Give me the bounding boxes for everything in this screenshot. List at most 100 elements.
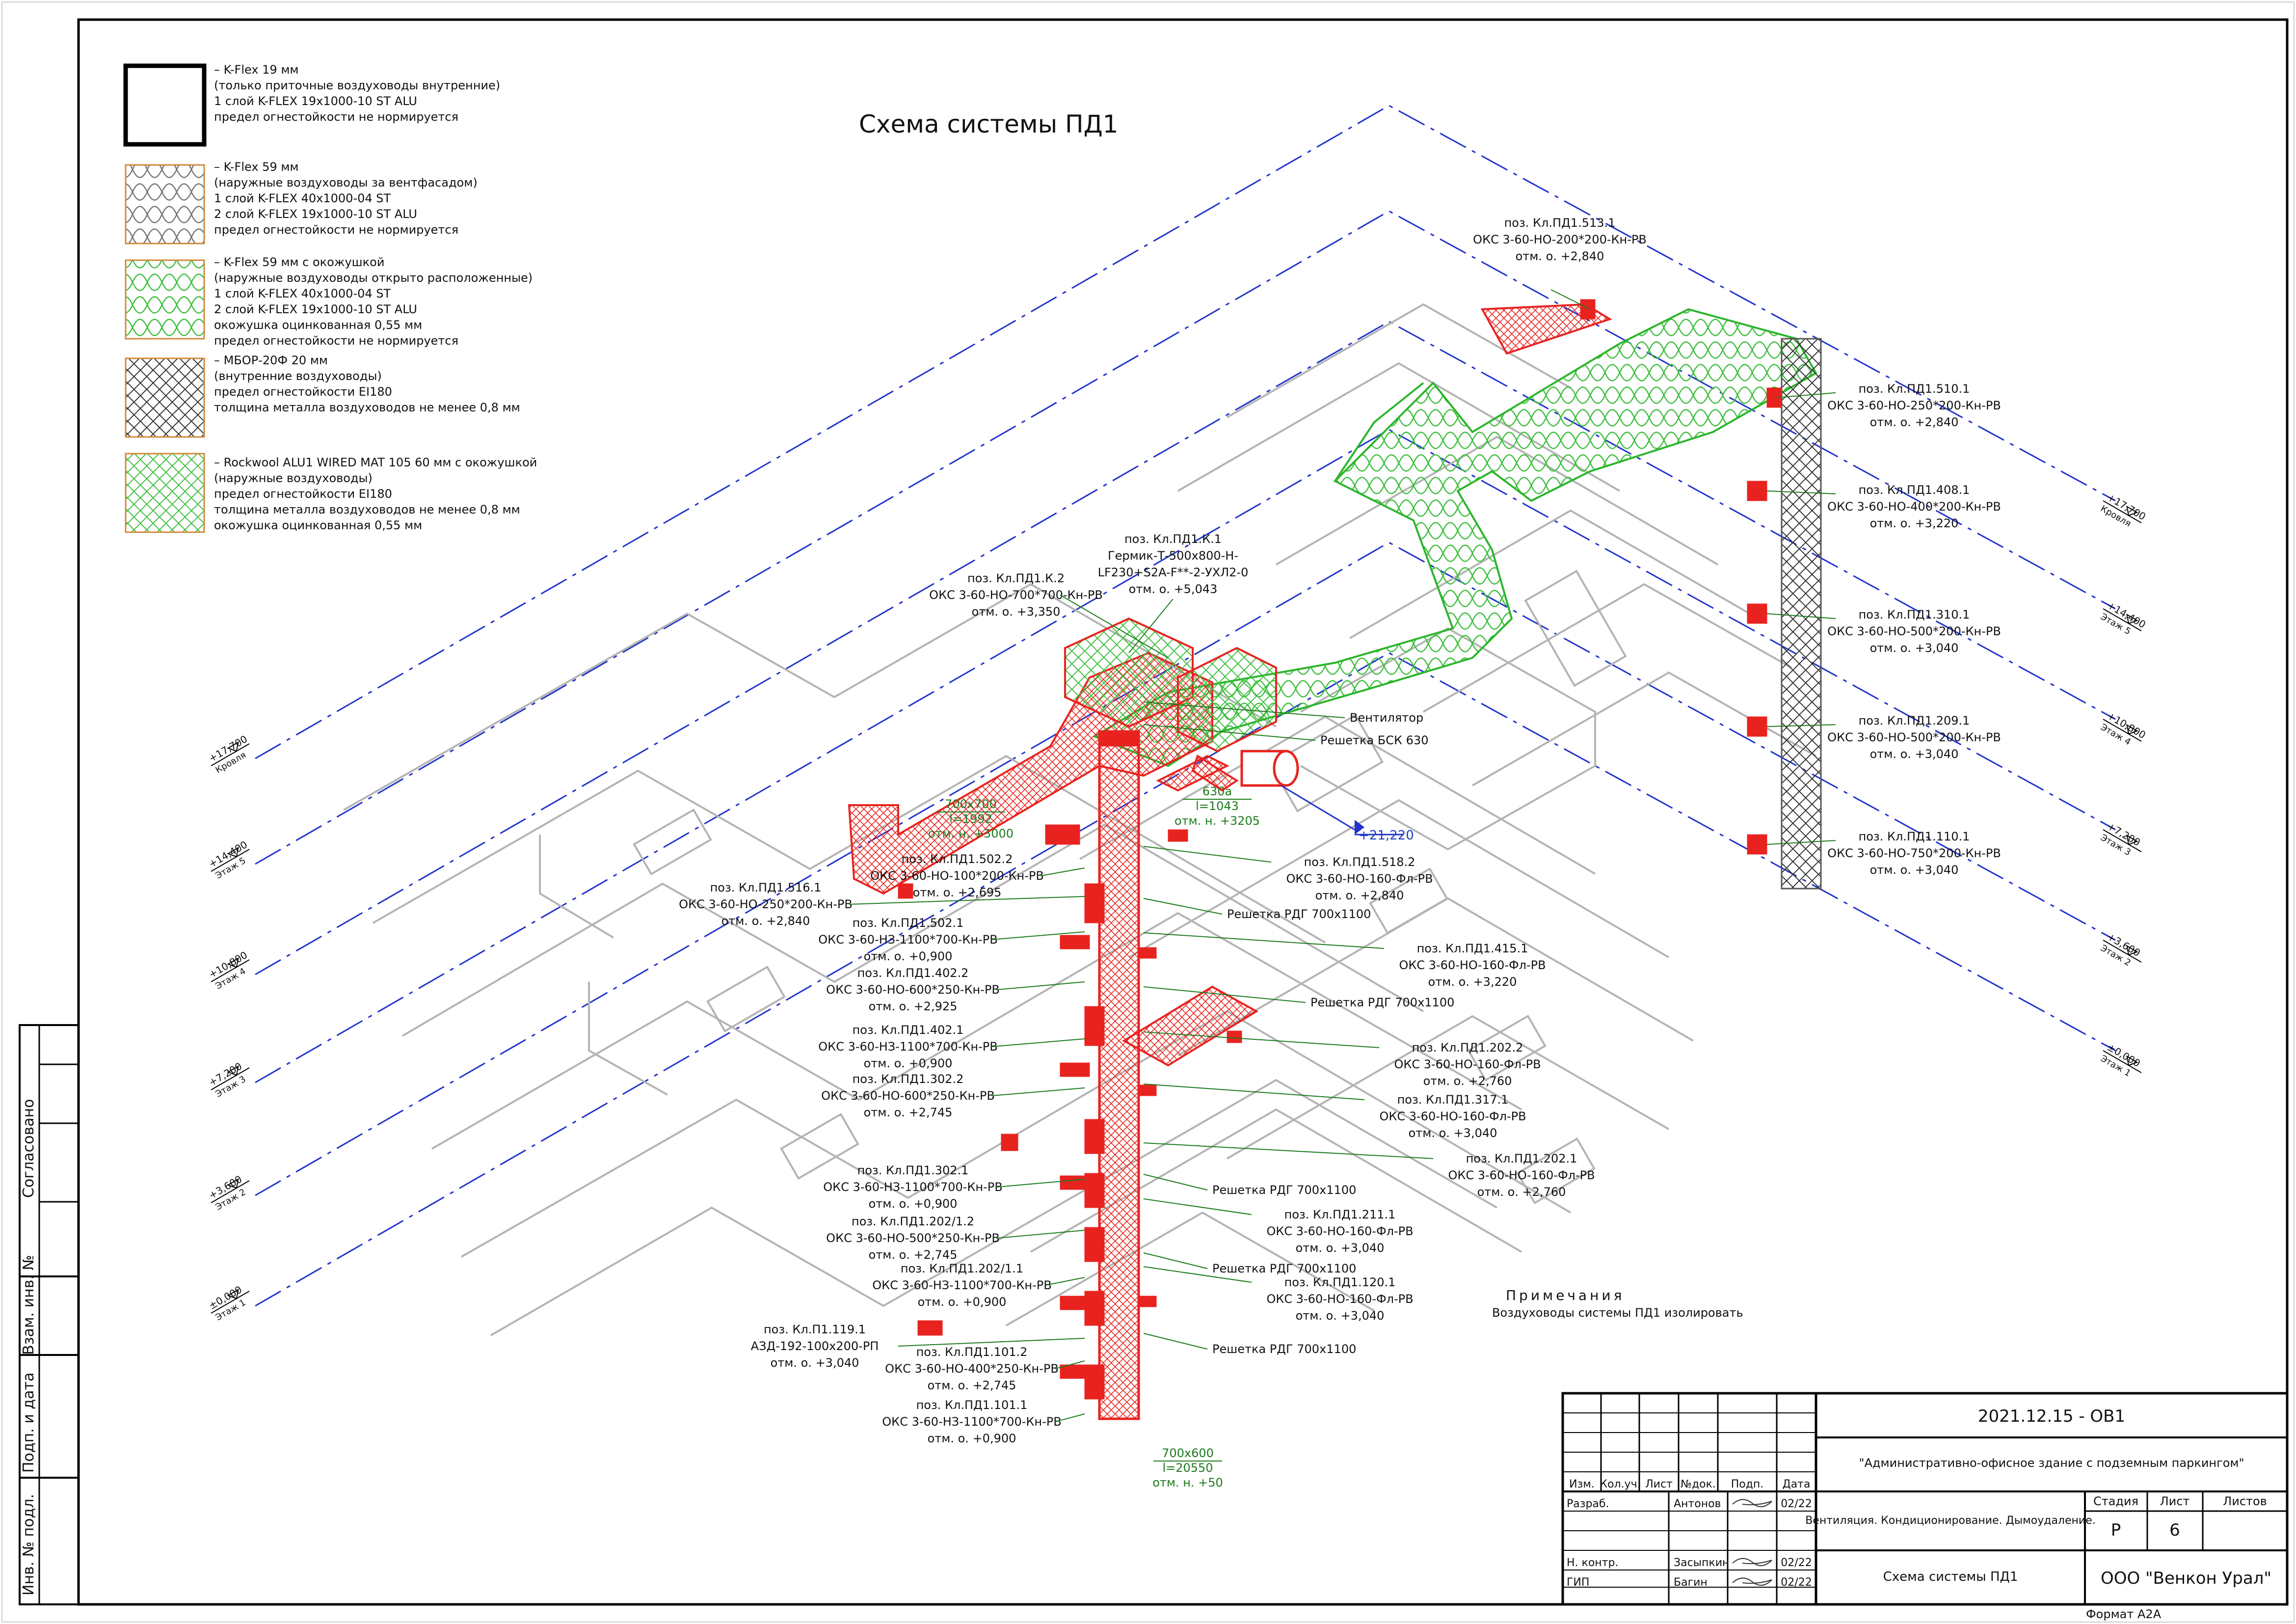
callout-line: поз. Кл.ПД1.202/1.1 [901,1262,1023,1275]
side-block: Согласовано Взам. инв. № Подп. и дата Ин… [19,1024,80,1605]
legend-line: толщина металла воздуховодов не менее 0,… [214,503,520,516]
legend-line: окожушка оцинкованная 0,55 мм [214,518,422,532]
note-title: Примечания [1506,1287,1625,1303]
stamp-date: 02/22 [1781,1498,1812,1510]
legend-line: толщина металла воздуховодов не менее 0,… [214,401,520,414]
duct-red-top [848,303,1612,1067]
callout-line: ОКС 3-60-НО-160-Фл-РВ [1394,1057,1541,1071]
callout-line: поз. Кл.ПД1.518.2 [1304,855,1415,869]
stamp-role: Разраб. [1567,1498,1609,1510]
callout-line: поз. Кл.П1.119.1 [764,1323,866,1336]
callout-line: поз. Кл.ПД1.317.1 [1397,1093,1509,1107]
callout-line: отм. о. +2,840 [1870,415,1959,429]
callout: поз. Кл.ПД1.К.1Гермик-Т-500х800-Н-LF230+… [1098,532,1248,653]
legend: – K-Flex 19 мм(только приточные воздухов… [123,63,537,533]
stamp-sheets-header: Листов [2223,1494,2267,1508]
callout-line: отм. о. +3,220 [1428,975,1517,989]
legend-line: – K-Flex 59 мм [214,160,299,174]
callout-line: поз. Кл.ПД1.209.1 [1859,714,1970,728]
callout-line: ОКС 3-60-НЗ-1100*700-Кн-РВ [823,1180,1002,1194]
signature [1732,1577,1772,1586]
callout-mid: Вентилятор [1143,702,1423,725]
callout-line: поз. Кл.ПД1.101.2 [916,1345,1028,1359]
callout-line: отм. о. +0,900 [864,949,953,963]
callout-line: ОКС 3-60-НО-250*200-Кн-РВ [679,897,853,911]
legend-line: окожушка оцинкованная 0,55 мм [214,318,422,332]
stamp-company: ООО "Венкон Урал" [2101,1569,2271,1588]
callout-line: Решетка РДГ 700х1100 [1212,1262,1356,1275]
title-block [1561,1392,2289,1606]
callout-line: поз. Кл.ПД1.К.1 [1124,532,1222,546]
legend-line: предел огнестойкости EI180 [214,487,392,501]
legend-line: 2 слой K-FLEX 19х1000-10 ST ALU [214,302,417,316]
callout-line: отм. о. +0,900 [864,1056,953,1070]
stamp-stage-header: Стадия [2093,1494,2138,1508]
legend-line: – K-Flex 59 мм с окожушкой [214,255,384,269]
callout-line: ОКС 3-60-НО-750*200-Кн-РВ [1827,846,2001,860]
signature [1732,1558,1772,1566]
sheet-format: Формат А2А [2086,1607,2162,1621]
callout-line: отм. о. +3,040 [1296,1309,1385,1323]
callout-line: отм. о. +3,040 [1870,863,1959,877]
callout-line: ОКС 3-60-НО-400*250-Кн-РВ [885,1362,1059,1376]
stamp-name: Багин [1674,1576,1708,1589]
legend-line: (наружные воздуховоды) [214,471,373,485]
legend-line: 2 слой K-FLEX 19х1000-10 ST ALU [214,207,417,221]
callout-line: ОКС 3-60-НО-160-Фл-РВ [1266,1224,1413,1238]
note-text: Воздуховоды системы ПД1 изолировать [1492,1306,1743,1320]
stamp-code: 2021.12.15 - ОВ1 [1978,1407,2125,1426]
duct-tag-line: l=20550 [1162,1461,1213,1475]
callout-line: поз. Кл.ПД1.502.1 [853,916,964,930]
callout-mid: Решетка РДГ 700х1100 [1143,986,1454,1009]
callout-line: отм. о. +3,220 [1870,516,1959,530]
stamp-project: "Административно-офисное здание с подзем… [1859,1456,2244,1470]
stamp-col-header: Дата [1783,1478,1811,1490]
duct-tag-line: 700х600 [1162,1446,1214,1460]
legend-swatch-wave-green [125,259,205,340]
legend-line: предел огнестойкости не нормируется [214,110,458,124]
legend-line: – МБОР-20Ф 20 мм [214,353,328,367]
callout-line: отм. о. +2,695 [913,886,1002,899]
stamp-date: 02/22 [1781,1557,1812,1569]
callout-line: отм. о. +3,040 [1870,747,1959,761]
callout-line: поз. Кл.ПД1.211.1 [1284,1208,1396,1221]
legend-line: – K-Flex 19 мм [214,63,299,77]
side-label-sign-date: Подп. и дата [20,1373,37,1473]
callout-line: ОКС 3-60-НО-100*200-Кн-РВ [870,869,1044,883]
legend-line: (наружные воздуховоды открыто расположен… [214,271,533,285]
callout-line: отм. о. +5,043 [1129,582,1218,596]
callout-line: поз. Кл.ПД1.513.1 [1504,216,1616,230]
callout-line: поз. Кл.ПД1.510.1 [1859,382,1970,396]
legend-line: (внутренние воздуховоды) [214,369,382,383]
stamp-name: Засыпкин [1674,1557,1729,1569]
legend-line: 1 слой K-FLEX 40х1000-04 ST [214,287,391,300]
callout-line: отм. о. +0,900 [869,1197,958,1211]
side-label-approved: Согласовано [20,1099,37,1198]
callout-line: ОКС 3-60-НО-160-Фл-РВ [1399,958,1546,972]
callout-line: Гермик-Т-500х800-Н- [1108,549,1238,563]
stamp-drawing-name: Схема системы ПД1 [1883,1570,2018,1584]
duct-riser-right [1781,338,1822,890]
callout-line: ОКС 3-60-НЗ-1100*700-Кн-РВ [872,1278,1051,1292]
